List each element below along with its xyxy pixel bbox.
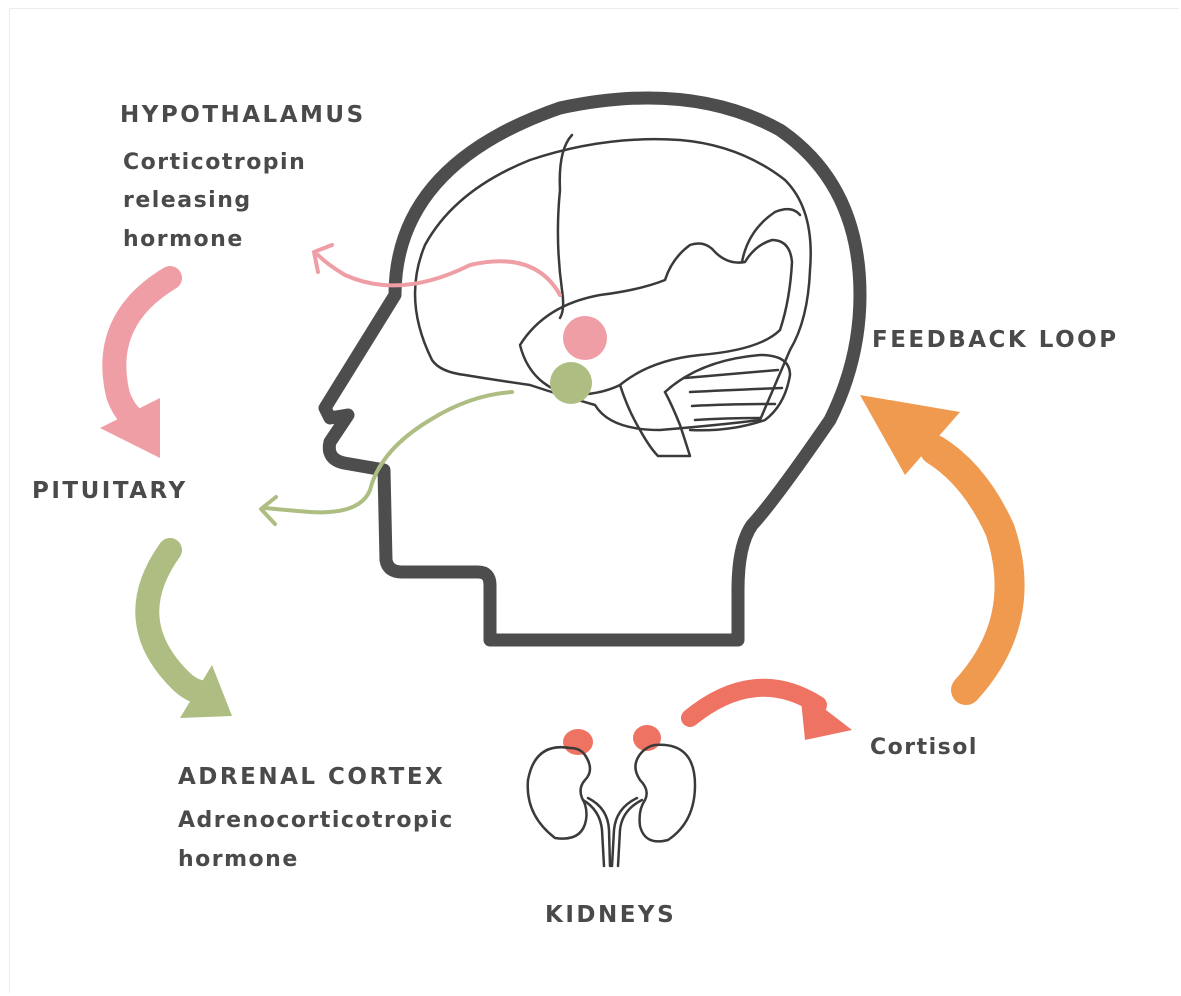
hypothalamus-hormone-line-1: Corticotropin (123, 145, 306, 181)
hypothalamus-to-pituitary-arrow (114, 278, 170, 420)
adrenal-hormone-line-1: Adrenocorticotropic (178, 803, 454, 839)
pituitary-dot (550, 362, 592, 404)
cortisol-label: Cortisol (870, 730, 978, 766)
hypothalamus-dot (563, 316, 607, 360)
kidneys-label: KIDNEYS (545, 902, 676, 928)
left-adrenal-gland (563, 729, 593, 755)
feedback-loop-label: FEEDBACK LOOP (872, 327, 1119, 353)
hypothalamus-hormone-line-2: releasing (123, 183, 252, 219)
feedback-loop-arrow (935, 450, 1010, 690)
pituitary-label: PITUITARY (32, 478, 188, 504)
adrenal-cortex-label: ADRENAL CORTEX (178, 764, 445, 790)
adrenal-hormone-line-2: hormone (178, 842, 299, 878)
head-silhouette-icon (325, 98, 860, 640)
hypothalamus-signal-arrow (318, 255, 560, 295)
kidneys-to-cortisol-arrow (690, 688, 818, 718)
hypothalamus-label: HYPOTHALAMUS (120, 102, 366, 128)
kidneys-to-cortisol-arrowhead (800, 690, 852, 740)
kidneys-icon (528, 725, 695, 866)
hypothalamus-hormone-line-3: hormone (123, 222, 244, 258)
pituitary-to-adrenal-arrow (147, 550, 200, 692)
brain-icon (415, 135, 811, 456)
